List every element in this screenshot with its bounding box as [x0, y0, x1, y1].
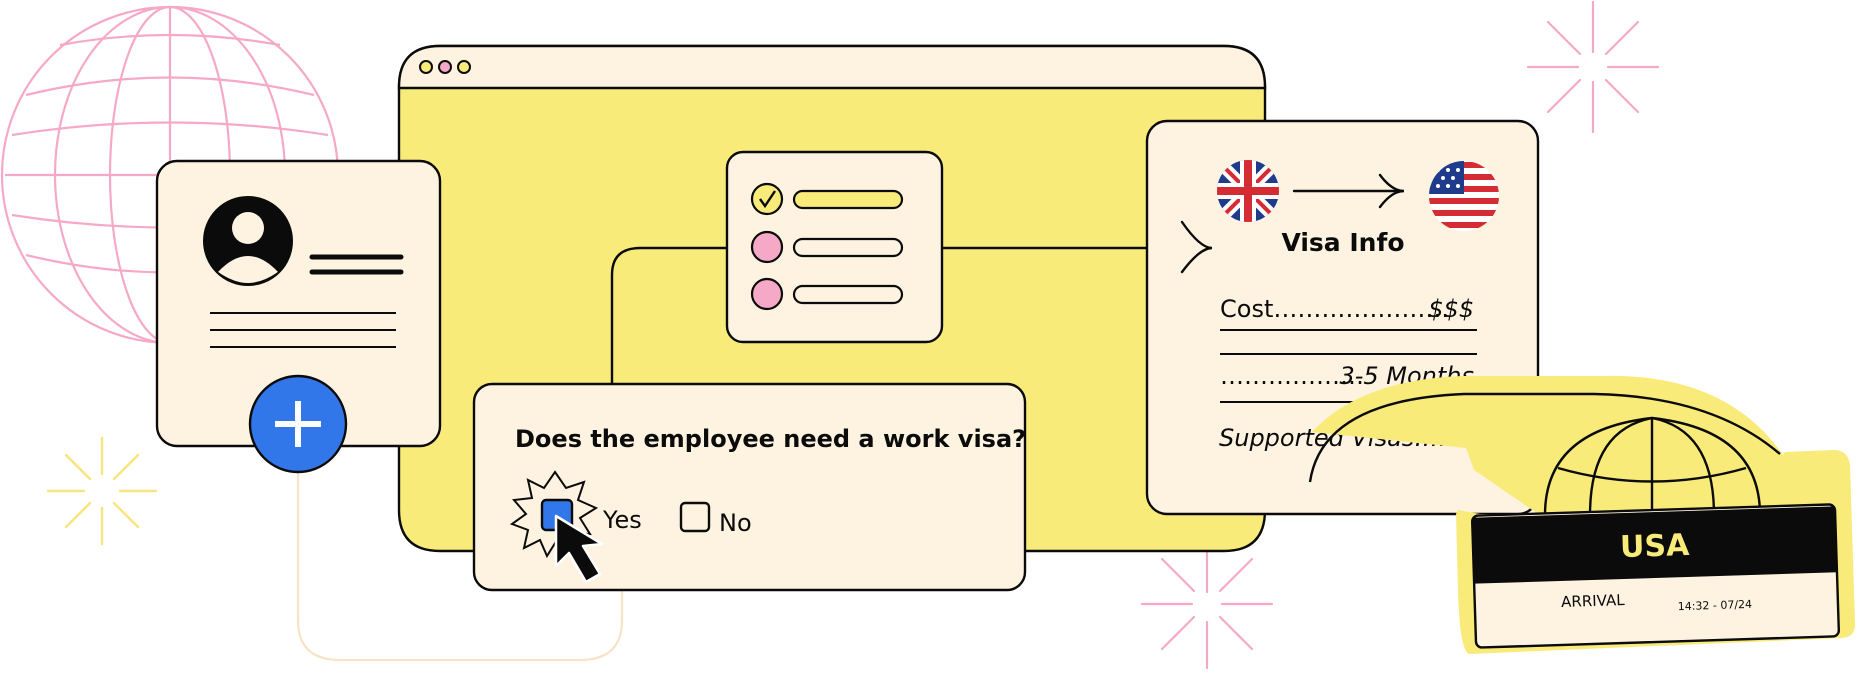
- visa-row-dots: ………………: [1220, 362, 1364, 390]
- ticket-time: 14:32 - 07/24: [1678, 598, 1753, 613]
- ticket-country: USA: [1620, 528, 1691, 565]
- sparkle-icon: [1140, 538, 1274, 670]
- profile-card: [155, 159, 442, 448]
- checkbox-no[interactable]: [679, 501, 711, 533]
- checkbox-no-label: No: [719, 509, 752, 537]
- checklist-item: [750, 277, 904, 311]
- visa-row-dots: ………………….: [1273, 295, 1449, 323]
- ticket-label: ARRIVAL: [1561, 591, 1626, 611]
- visa-row-label: Cost: [1220, 295, 1273, 323]
- globe-icon: [1543, 416, 1762, 516]
- window-dot-pink: [438, 60, 452, 74]
- cursor-icon: [554, 514, 604, 584]
- checklist-item: [750, 230, 904, 264]
- us-flag-icon: [1429, 161, 1499, 231]
- visa-row-value: $$$: [1428, 295, 1474, 323]
- sparkle-icon: [1526, 0, 1660, 134]
- checklist-card: [725, 150, 944, 344]
- visa-row-cost: Cost………………….: [1220, 295, 1449, 323]
- sparkle-icon: [46, 436, 158, 546]
- arrow-right-icon: [1292, 173, 1405, 209]
- connector-line: [610, 246, 728, 410]
- window-dot-yellow: [457, 60, 471, 74]
- question-card: Does the employee need a work visa? Yes …: [472, 382, 1027, 592]
- checkbox-yes-label: Yes: [602, 506, 642, 534]
- plus-icon: [275, 401, 321, 447]
- visa-info-title: Visa Info: [1281, 228, 1404, 257]
- arrow-right-icon: [1180, 220, 1213, 274]
- question-text: Does the employee need a work visa?: [515, 425, 1026, 453]
- avatar-icon: [203, 196, 293, 286]
- add-button[interactable]: [248, 374, 348, 474]
- visa-info-card: Visa Info Cost…………………. $$$ ……………… 3-5 Mo…: [1145, 119, 1540, 516]
- window-dot-yellow: [419, 60, 433, 74]
- checklist-item: [750, 182, 904, 216]
- arrival-ticket: USA ARRIVAL 14:32 - 07/24: [1308, 375, 1856, 654]
- checkmark-icon: [759, 190, 776, 209]
